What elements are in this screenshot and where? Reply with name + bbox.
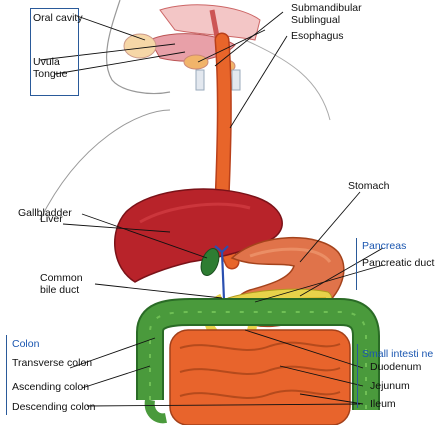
label-duodenum: Duodenum bbox=[370, 361, 422, 373]
leader-ascending-colon bbox=[81, 365, 151, 389]
label-small-intestine: Small intesti ne bbox=[362, 348, 434, 360]
label-jejunum: Jejunum bbox=[370, 380, 410, 392]
leader-esophagus bbox=[229, 35, 288, 129]
leader-stomach bbox=[299, 191, 361, 263]
label-pancreatic-duct: Pancreatic duct bbox=[362, 257, 435, 269]
label-ileum: Ileum bbox=[370, 398, 396, 410]
leader-pancreas bbox=[299, 247, 384, 297]
leader-sublingual bbox=[197, 29, 266, 63]
cecum-shape bbox=[144, 399, 167, 424]
label-transverse-colon: Transverse colon bbox=[12, 357, 93, 369]
bile-duct-shape bbox=[214, 245, 229, 301]
face-outline bbox=[105, 0, 171, 95]
label-ascending-colon: Ascending colon bbox=[12, 381, 90, 393]
leader-jejunum bbox=[279, 365, 364, 387]
trachea-ring bbox=[195, 69, 205, 91]
liver-shape bbox=[114, 188, 283, 283]
teeth bbox=[123, 33, 157, 59]
stomach-highlight bbox=[249, 247, 332, 264]
leader-pancreatic-duct bbox=[254, 264, 384, 303]
label-sublingual: Sublingual bbox=[291, 14, 341, 26]
label-common-bile-duct-line1: Common bbox=[40, 272, 83, 284]
oral-cavity-group-box bbox=[30, 8, 79, 96]
leader-uvula bbox=[39, 43, 176, 61]
nasal-cavity bbox=[159, 4, 261, 41]
label-colon: Colon bbox=[12, 338, 40, 350]
label-esophagus: Esophagus bbox=[291, 30, 344, 42]
leader-ileum bbox=[299, 393, 364, 405]
sublingual-gland bbox=[183, 54, 209, 70]
neck-outline bbox=[39, 109, 171, 221]
leader-lines bbox=[39, 11, 384, 407]
leader-tongue bbox=[54, 51, 186, 75]
leader-gallbladder bbox=[81, 213, 208, 259]
leader-oral-cavity bbox=[76, 15, 146, 41]
liver-highlight bbox=[139, 202, 251, 224]
label-gallbladder: Gallbladder bbox=[18, 207, 72, 219]
leader-duodenum bbox=[244, 329, 364, 369]
label-descending-colon: Descending colon bbox=[12, 401, 96, 413]
leader-descending-colon bbox=[86, 403, 361, 407]
head-back-outline bbox=[244, 39, 331, 121]
label-uvula: Uvula bbox=[33, 56, 60, 68]
label-common-bile-duct-line2: bile duct bbox=[40, 284, 80, 296]
leader-submandibular bbox=[214, 11, 284, 67]
leader-common-bile-duct bbox=[94, 283, 223, 299]
small-intestine-loops bbox=[179, 341, 341, 399]
label-liver: Liver bbox=[40, 213, 63, 225]
colon-shape bbox=[138, 300, 378, 410]
label-stomach: Stomach bbox=[348, 180, 390, 192]
gallbladder-shape bbox=[200, 248, 220, 276]
small-intestine-shape bbox=[169, 329, 351, 425]
label-oral-cavity: Oral cavity bbox=[33, 12, 83, 24]
label-tongue: Tongue bbox=[33, 68, 68, 80]
leader-transverse-colon bbox=[69, 337, 156, 369]
pancreas-group-bracket bbox=[356, 238, 358, 290]
leader-liver bbox=[62, 223, 171, 233]
colon-group-bracket bbox=[6, 335, 8, 415]
label-submandibular: Submandibular bbox=[291, 2, 362, 14]
trachea-ring-2 bbox=[231, 69, 241, 91]
label-pancreas: Pancreas bbox=[362, 240, 407, 252]
small-intestine-group-bracket bbox=[357, 344, 359, 408]
